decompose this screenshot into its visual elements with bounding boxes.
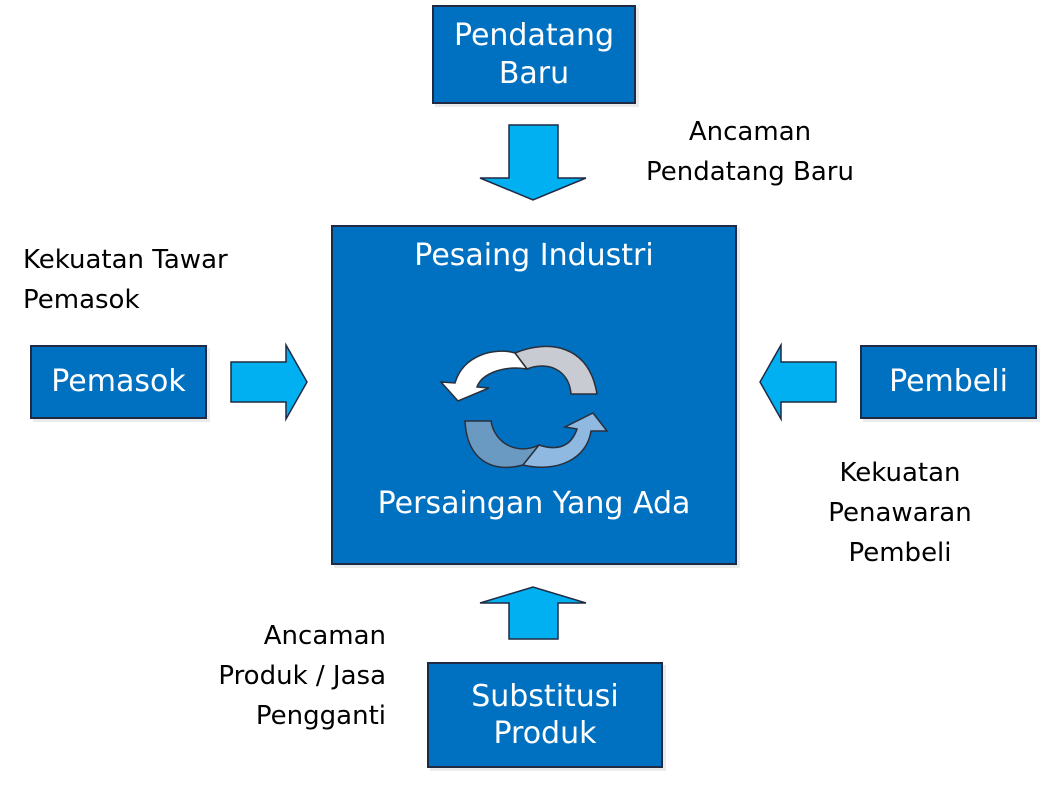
arrow-right-icon	[230, 342, 308, 422]
new-entrants-box: Pendatang Baru	[432, 5, 636, 104]
industry-rivalry-box: Pesaing Industri Persaingan Yang Ada	[331, 225, 737, 565]
threat-substitutes-label: Ancaman Produk / Jasa Pengganti	[218, 621, 386, 731]
arrow-up-icon	[479, 586, 587, 640]
suppliers-label: Pemasok	[51, 364, 186, 400]
industry-subtitle: Persaingan Yang Ada	[377, 486, 691, 521]
new-entrants-label: Pendatang Baru	[453, 18, 615, 91]
industry-title: Pesaing Industri	[414, 238, 654, 273]
suppliers-box: Pemasok	[30, 345, 207, 419]
buyers-box: Pembeli	[860, 345, 1037, 419]
supplier-power-label: Kekuatan Tawar Pemasok	[23, 245, 228, 315]
buyers-label: Pembeli	[889, 364, 1008, 400]
buyer-power-label: Kekuatan Penawaran Pembeli	[828, 458, 972, 568]
substitutes-box: Substitusi Produk	[427, 662, 663, 768]
threat-new-entrants-label: Ancaman Pendatang Baru	[646, 117, 854, 187]
arrow-down-icon	[479, 124, 587, 201]
arrow-left-icon	[759, 342, 837, 422]
substitutes-label: Substitusi Produk	[471, 678, 619, 752]
cycle-arrows-icon	[439, 345, 609, 469]
